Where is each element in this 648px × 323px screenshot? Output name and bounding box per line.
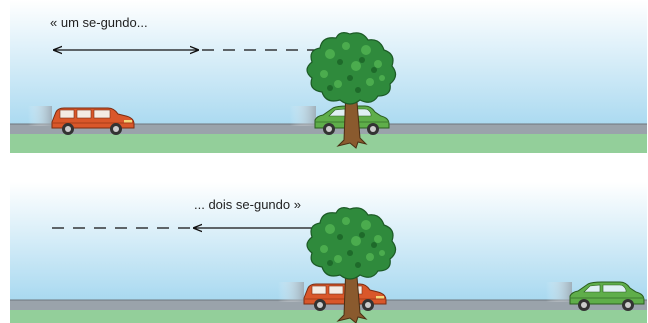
grass [10,134,647,153]
road [10,300,647,310]
motion-blur [28,106,52,126]
panel-1: « um se-gundo... [10,0,647,153]
caption-two-seconds: ... dois se-gundo » [194,197,301,212]
motion-blur [546,282,572,302]
grass [10,310,647,323]
caption-one-second: « um se-gundo... [50,15,148,30]
panel-2: ... dois se-gundo » [10,182,647,323]
motion-blur [278,282,304,302]
motion-blur [290,106,316,126]
